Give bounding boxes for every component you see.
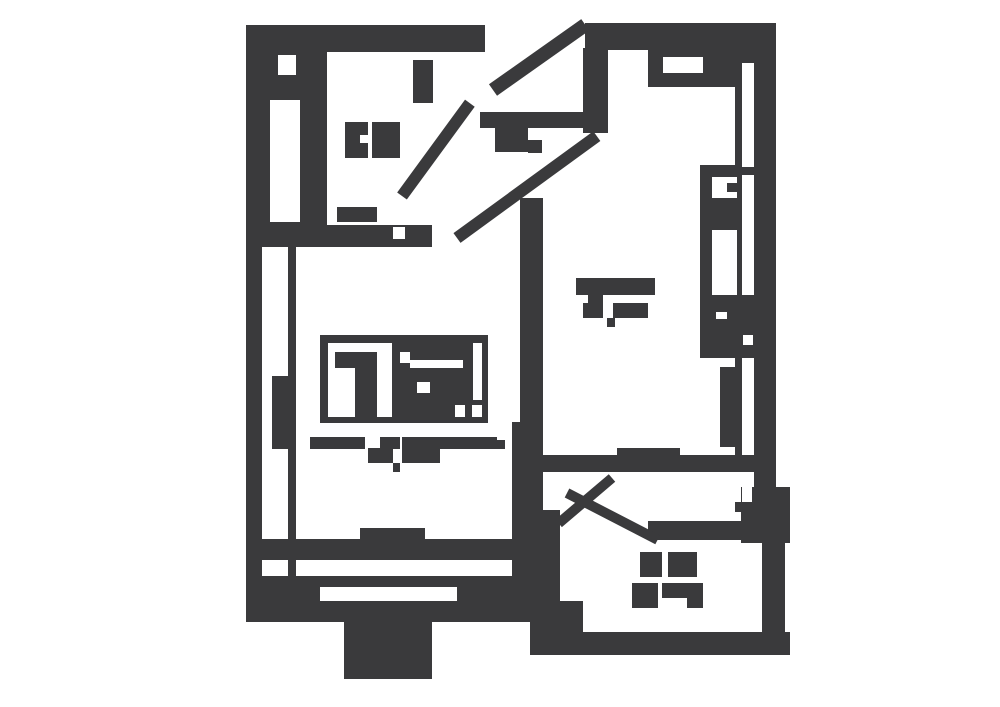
- bathroom-right-stub: [413, 60, 433, 103]
- vent-hole-c: [398, 62, 410, 73]
- bath-label-block-b: [372, 122, 400, 158]
- balcony-threshold: [617, 448, 680, 465]
- kitchen-appliance-white: [712, 230, 737, 295]
- top-window-hole: [663, 57, 703, 73]
- room-label-2b: [613, 303, 648, 318]
- bottom-sill-right: [513, 560, 543, 577]
- bed-dim-text-2a: [368, 448, 393, 463]
- bed-detail-5: [455, 405, 465, 417]
- kitchen-sink-notch: [727, 183, 739, 192]
- room-label-line1: [576, 278, 655, 295]
- bath-label-block-a: [345, 122, 368, 158]
- right-outer-wall: [754, 23, 776, 508]
- bed-dim-text-2b: [402, 448, 440, 463]
- bed-detail-2: [410, 360, 440, 368]
- pillow-mark-b: [355, 367, 377, 417]
- balcony-bottom-wall: [530, 632, 790, 655]
- bath-wall-dot: [393, 227, 405, 239]
- right-pier: [720, 367, 743, 440]
- pillow-mark-a: [335, 352, 377, 368]
- bath-door-swing: [397, 99, 475, 200]
- balcony-door-swing-b: [564, 488, 661, 545]
- middle-wall: [520, 198, 543, 438]
- balcony-label-1b: [668, 552, 697, 577]
- room-label-desc: [607, 318, 615, 327]
- hall-wall-band: [480, 112, 608, 128]
- bed-detail-6: [472, 405, 482, 417]
- top-wall-left: [246, 25, 485, 52]
- window-sill-stub: [360, 528, 425, 543]
- right-window-mid: [742, 175, 754, 295]
- kitchen-sink-white: [712, 177, 737, 198]
- bed-detail-3: [440, 360, 463, 368]
- hall-pier-a: [495, 128, 528, 152]
- hall-wall-vert: [583, 48, 608, 133]
- bed-detail-1: [400, 352, 410, 363]
- balcony-mullion: [735, 502, 752, 512]
- left-inner-wall: [288, 245, 296, 577]
- right-window-low: [742, 358, 754, 455]
- bottom-band-1: [262, 539, 543, 560]
- bath-label-notch: [360, 135, 368, 143]
- right-window-dot: [743, 335, 753, 345]
- bed-dim-text-2c: [393, 463, 400, 472]
- porch-stub: [344, 622, 432, 679]
- right-window-balc: [742, 472, 752, 502]
- bottom-band-3-right: [457, 587, 543, 602]
- bed-detail-4: [417, 382, 430, 393]
- kitchen-dot: [716, 312, 727, 319]
- vent-hole-b: [383, 52, 395, 77]
- bottom-wall-ext: [535, 601, 583, 655]
- bottom-outer-wall: [246, 601, 583, 622]
- bathroom-left-wall: [300, 52, 327, 245]
- bed-dim-text-1b: [380, 437, 400, 449]
- balcony-label-2c: [687, 583, 703, 608]
- bottom-band-3-left: [246, 587, 320, 602]
- bed-dim-text-1d: [497, 440, 505, 449]
- balcony-label-1a: [640, 552, 662, 577]
- bottom-band-2: [246, 576, 543, 587]
- left-radiator: [272, 376, 288, 449]
- hall-pier-b: [528, 140, 542, 153]
- top-wall-right: [585, 23, 776, 50]
- balcony-top-bar: [648, 521, 768, 540]
- vent-hole-a: [327, 62, 352, 73]
- entry-door-swing: [488, 19, 590, 96]
- room-label-2a: [583, 303, 603, 318]
- window-mullion-a: [735, 167, 754, 175]
- bed-dim-text-1c: [402, 437, 497, 449]
- shaft-window-top: [278, 55, 296, 75]
- bed-dim-text-1a: [310, 437, 365, 449]
- bed-slit: [473, 343, 482, 400]
- bathroom-bottom-wall: [246, 225, 432, 247]
- shaft-window-main: [270, 100, 300, 222]
- balcony-label-2b: [662, 583, 687, 598]
- bath-sink: [337, 207, 377, 222]
- right-window-top: [742, 63, 754, 167]
- balcony-label-2a: [632, 583, 658, 608]
